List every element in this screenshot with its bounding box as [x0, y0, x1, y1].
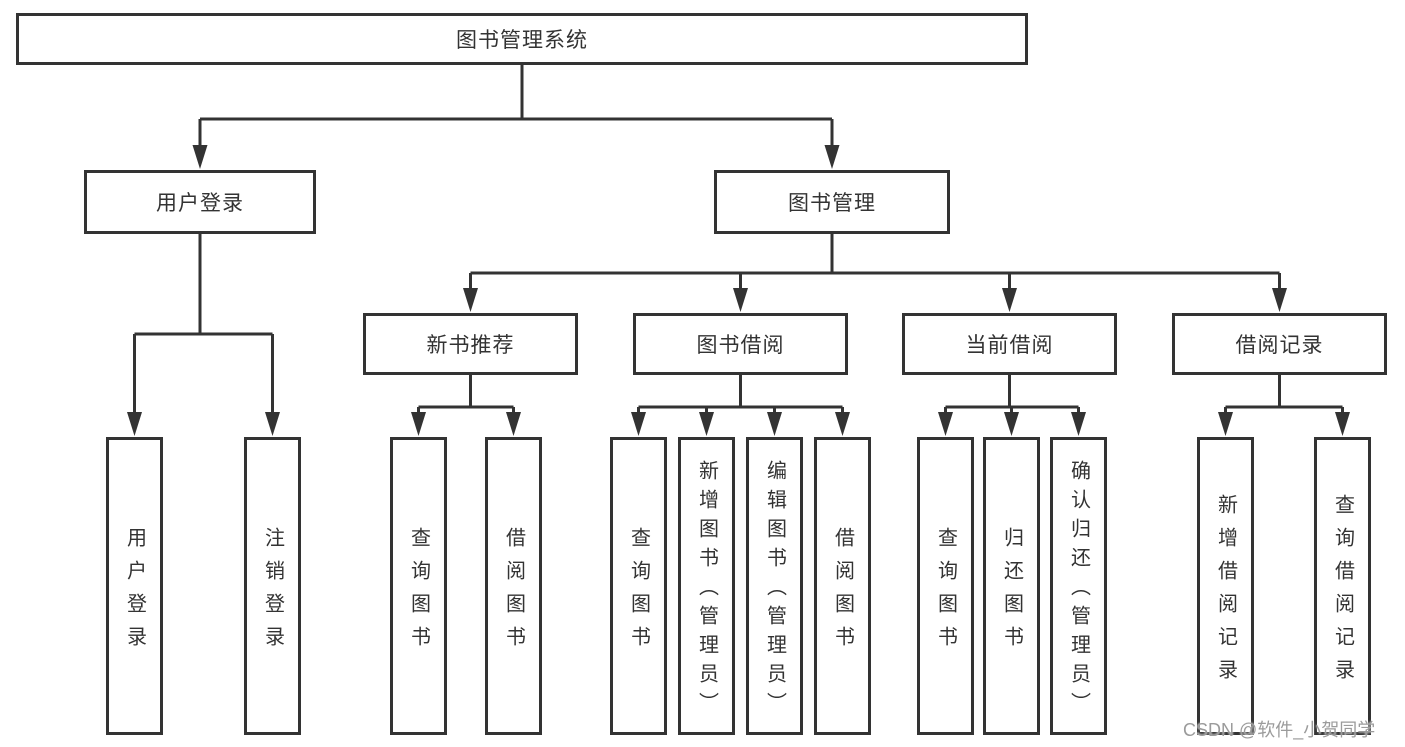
leaf-borrow-books-recommend: 借阅图书 [485, 437, 542, 735]
leaf-add-borrow-record: 新增借阅记录 [1197, 437, 1254, 735]
node-label: 查询图书 [934, 526, 957, 659]
node-label: 查询图书 [627, 526, 650, 659]
leaf-add-book-admin: 新增图书（管理员） [678, 437, 735, 735]
node-book-management: 图书管理 [714, 170, 950, 234]
node-label: 用户登录 [123, 526, 146, 659]
leaf-confirm-return-admin: 确认归还（管理员） [1050, 437, 1107, 735]
node-label: 查询图书 [407, 526, 430, 659]
leaf-query-borrow-record: 查询借阅记录 [1314, 437, 1371, 735]
leaf-query-books-borrow: 查询图书 [610, 437, 667, 735]
leaf-query-books-current: 查询图书 [917, 437, 974, 735]
node-label: 新增图书（管理员） [695, 460, 718, 721]
leaf-borrow-books: 借阅图书 [814, 437, 871, 735]
node-label: 用户登录 [156, 192, 244, 215]
node-label: 当前借阅 [965, 334, 1054, 357]
leaf-return-book: 归还图书 [983, 437, 1040, 735]
leaf-logout: 注销登录 [244, 437, 301, 735]
node-label: 编辑图书（管理员） [763, 460, 786, 721]
node-label: 新书推荐 [426, 334, 515, 357]
node-book-borrowing: 图书借阅 [633, 313, 848, 375]
node-current-borrowing: 当前借阅 [902, 313, 1117, 375]
node-label: 查询借阅记录 [1331, 493, 1354, 692]
leaf-query-books-recommend: 查询图书 [390, 437, 447, 735]
node-label: 归还图书 [1000, 526, 1023, 659]
node-library-management-system: 图书管理系统 [16, 13, 1028, 65]
node-label: 借阅记录 [1235, 334, 1324, 357]
csdn-watermark: CSDN @软件_小贺同学 [1183, 720, 1376, 740]
node-label: 注销登录 [261, 526, 284, 659]
node-label: 确认归还（管理员） [1067, 460, 1090, 721]
node-label: 借阅图书 [831, 526, 854, 659]
node-label: 图书管理系统 [456, 29, 588, 52]
node-user-login: 用户登录 [84, 170, 316, 234]
node-new-book-recommend: 新书推荐 [363, 313, 578, 375]
leaf-user-login: 用户登录 [106, 437, 163, 735]
node-label: 图书借阅 [696, 334, 785, 357]
leaf-edit-book-admin: 编辑图书（管理员） [746, 437, 803, 735]
node-label: 图书管理 [788, 192, 876, 215]
node-label: 新增借阅记录 [1214, 493, 1237, 692]
node-borrowing-records: 借阅记录 [1172, 313, 1387, 375]
node-label: 借阅图书 [502, 526, 525, 659]
